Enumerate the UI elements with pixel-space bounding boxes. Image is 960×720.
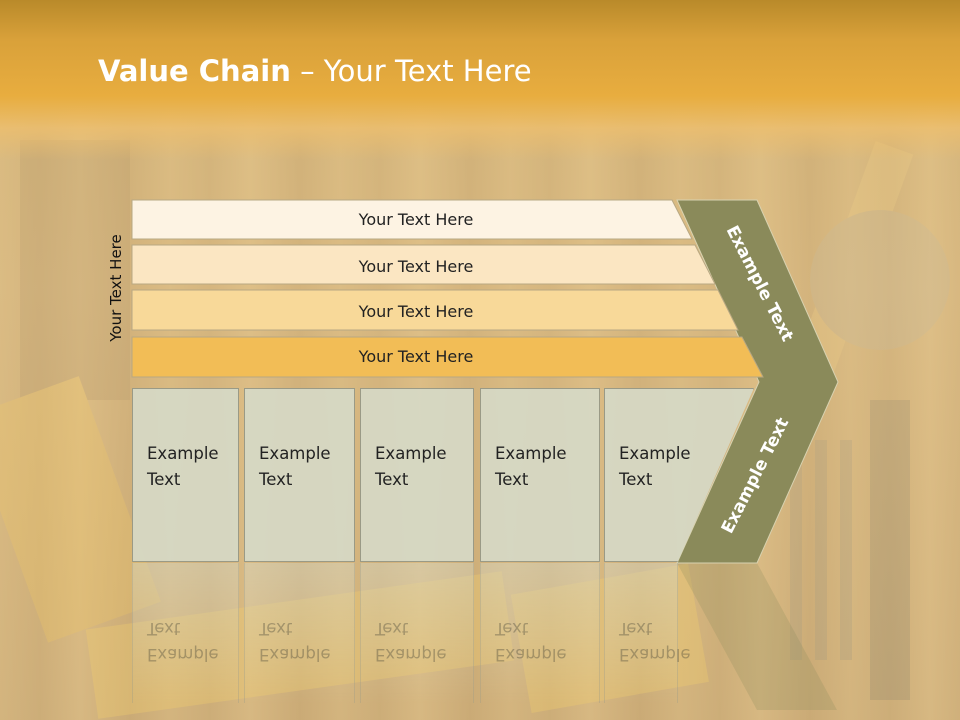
- title-band: [0, 0, 960, 160]
- chevron-reflection: [677, 563, 837, 710]
- column-2-reflection-line2: Text: [259, 619, 293, 638]
- column-4-reflection: Example Text: [480, 563, 600, 703]
- column-3: Example Text: [360, 388, 474, 562]
- column-2-reflection: Example Text: [244, 563, 355, 703]
- column-2-line1: Example: [259, 444, 331, 463]
- column-4-line2: Text: [495, 470, 529, 489]
- bar-1-label: Your Text Here: [358, 210, 474, 229]
- slide-title: Value Chain – Your Text Here: [98, 54, 532, 88]
- column-5-reflection-line2: Text: [619, 619, 653, 638]
- bar-2: [131, 244, 716, 285]
- column-3-reflection-line1: Example: [375, 645, 447, 664]
- column-5-reflection: Example Text: [604, 563, 691, 703]
- column-1-reflection-line2: Text: [147, 619, 181, 638]
- title-rest: – Your Text Here: [290, 54, 532, 88]
- column-2: Example Text: [244, 388, 355, 562]
- title-bold: Value Chain: [98, 54, 291, 88]
- bar-4: [131, 336, 764, 378]
- column-5-line1: Example: [619, 444, 691, 463]
- column-2-reflection-text: Example Text: [259, 615, 331, 667]
- column-4: Example Text: [480, 388, 600, 562]
- bar-3-label: Your Text Here: [358, 302, 474, 321]
- column-1: Example Text: [132, 388, 239, 562]
- column-3-line1: Example: [375, 444, 447, 463]
- column-1-reflection: Example Text: [132, 563, 239, 703]
- column-2-reflection-line1: Example: [259, 645, 331, 664]
- chevron-arrow: [676, 199, 839, 564]
- column-4-reflection-line2: Text: [495, 619, 529, 638]
- column-3-reflection-line2: Text: [375, 619, 409, 638]
- bar-3: [131, 289, 739, 331]
- column-2-line2: Text: [259, 470, 293, 489]
- column-5-line2: Text: [619, 470, 653, 489]
- column-4-reflection-line1: Example: [495, 645, 567, 664]
- column-4-line1: Example: [495, 444, 567, 463]
- column-4-reflection-text: Example Text: [495, 615, 567, 667]
- column-3-line2: Text: [375, 470, 409, 489]
- column-5-reflection-line1: Example: [619, 645, 691, 664]
- bar-2-label: Your Text Here: [358, 257, 474, 276]
- column-1-line1: Example: [147, 444, 219, 463]
- column-3-reflection-text: Example Text: [375, 615, 447, 667]
- column-3-reflection: Example Text: [360, 563, 474, 703]
- column-1-reflection-text: Example Text: [147, 615, 219, 667]
- bar-4-label: Your Text Here: [358, 347, 474, 366]
- column-1-reflection-line1: Example: [147, 645, 219, 664]
- column-1-line2: Text: [147, 470, 181, 489]
- column-5-reflection-text: Example Text: [619, 615, 691, 667]
- bar-1: [131, 199, 693, 240]
